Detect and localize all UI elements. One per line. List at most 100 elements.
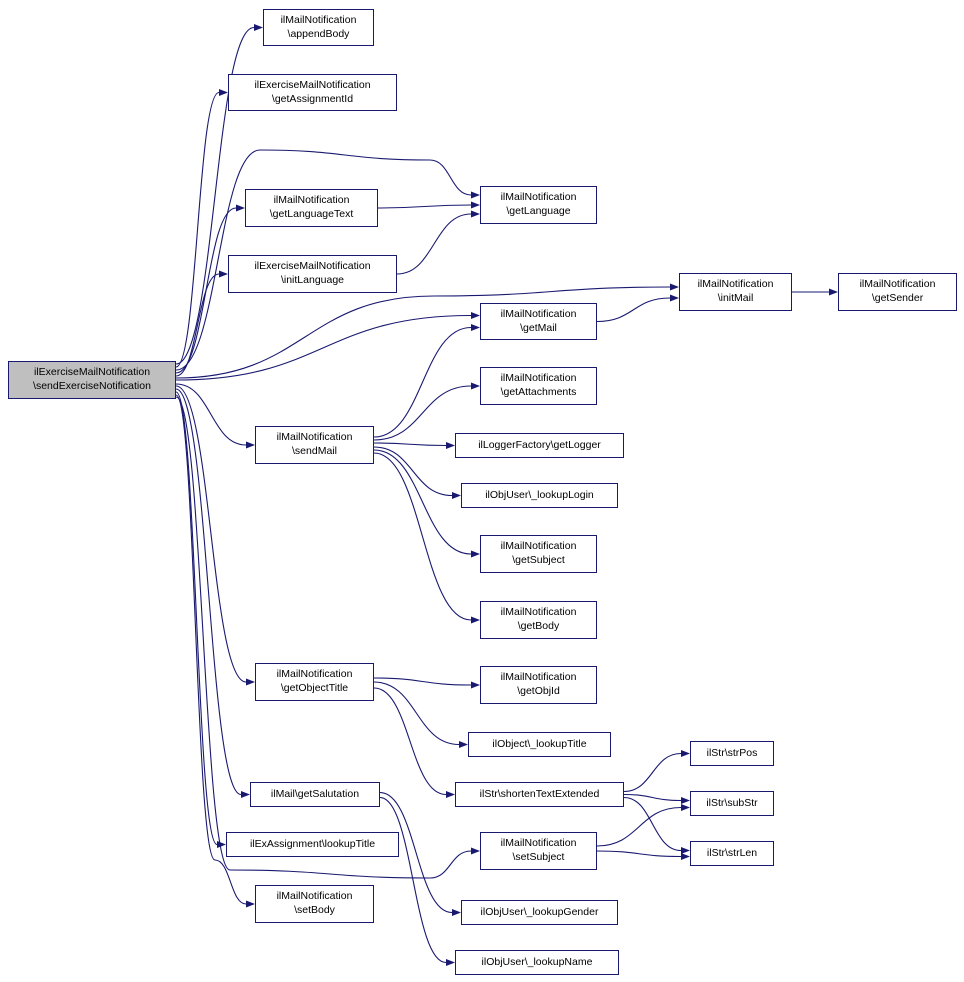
edge-send-mail-to-get-subject xyxy=(373,449,472,555)
edge-send-mail-to-get-attachments xyxy=(373,385,472,441)
graph-node-label: ilMailNotification xyxy=(500,540,577,553)
graph-node-init-language[interactable]: ilExerciseMailNotification\initLanguage xyxy=(228,255,397,293)
graph-node-label: ilMailNotification xyxy=(280,13,357,26)
graph-node-label: ilMailNotification xyxy=(276,431,353,444)
graph-node-lookup-gender[interactable]: ilObjUser\_lookupGender xyxy=(461,900,618,925)
graph-node-get-sender[interactable]: ilMailNotification\getSender xyxy=(838,273,957,311)
edge-send-mail-to-lookup-login xyxy=(373,446,453,497)
graph-node-lookup-login[interactable]: ilObjUser\_lookupLogin xyxy=(461,483,618,508)
arrowhead-set-subject-to-sub-str xyxy=(681,804,690,811)
arrowhead-send-mail-to-lookup-login xyxy=(452,492,461,499)
graph-node-send-mail[interactable]: ilMailNotification\sendMail xyxy=(255,426,374,464)
arrowhead-send-exercise-notification-to-init-language xyxy=(219,270,228,278)
graph-node-label: ilMailNotification xyxy=(500,307,577,320)
edge-send-mail-to-get-logger xyxy=(373,442,447,447)
edge-get-mail-to-init-mail xyxy=(596,297,671,323)
graph-node-get-body[interactable]: ilMailNotification\getBody xyxy=(480,601,597,639)
graph-node-get-subject[interactable]: ilMailNotification\getSubject xyxy=(480,535,597,573)
arrowhead-init-language-to-get-language xyxy=(471,210,480,218)
graph-node-label: ilStr\strPos xyxy=(706,746,758,759)
arrowhead-get-object-title-to-get-obj-id xyxy=(471,681,480,689)
arrowhead-send-exercise-notification-to-get-mail xyxy=(471,312,480,319)
arrowhead-get-language-text-to-get-language xyxy=(471,201,480,209)
graph-node-set-body[interactable]: ilMailNotification\setBody xyxy=(255,885,374,923)
graph-node-label: \sendExerciseNotification xyxy=(33,380,151,392)
arrowhead-send-mail-to-get-logger xyxy=(446,442,455,449)
graph-node-set-subject[interactable]: ilMailNotification\setSubject xyxy=(480,832,597,870)
graph-node-str-len[interactable]: ilStr\strLen xyxy=(690,841,774,866)
graph-node-label: \getMail xyxy=(520,321,557,334)
arrowhead-send-exercise-notification-to-set-body xyxy=(246,900,255,908)
edge-send-exercise-notification-to-init-mail xyxy=(175,286,671,379)
arrowhead-send-mail-to-get-subject xyxy=(471,550,480,558)
edge-send-exercise-notification-to-get-object-title xyxy=(175,385,247,683)
graph-node-label: ilStr\shortenTextExtended xyxy=(479,787,600,800)
arrowhead-get-salutation-to-lookup-name xyxy=(446,959,455,966)
graph-node-label: \sendMail xyxy=(292,445,337,457)
edge-get-salutation-to-lookup-name xyxy=(379,796,447,964)
graph-node-obj-lookup-title[interactable]: ilObject\_lookupTitle xyxy=(468,732,611,757)
graph-node-label: ilExAssignment\lookupTitle xyxy=(249,837,376,850)
graph-node-label: \getSubject xyxy=(512,554,565,566)
edge-get-language-text-to-get-language xyxy=(377,204,472,209)
arrowhead-send-mail-to-get-mail xyxy=(471,324,480,331)
graph-node-ex-lookup-title[interactable]: ilExAssignment\lookupTitle xyxy=(226,832,399,857)
graph-node-get-logger[interactable]: ilLoggerFactory\getLogger xyxy=(455,433,624,458)
graph-node-label: \setBody xyxy=(294,904,335,916)
arrowhead-get-object-title-to-obj-lookup-title xyxy=(459,741,468,748)
edge-shorten-text-extended-to-str-len xyxy=(623,796,682,852)
arrowhead-send-exercise-notification-to-get-language xyxy=(471,191,480,199)
edge-send-exercise-notification-to-get-assignment-id xyxy=(175,91,220,368)
arrowhead-get-salutation-to-lookup-gender xyxy=(452,909,461,916)
arrowhead-send-exercise-notification-to-init-mail xyxy=(670,283,679,291)
arrowhead-shorten-text-extended-to-sub-str xyxy=(681,797,690,804)
arrowhead-shorten-text-extended-to-str-pos xyxy=(681,750,690,757)
graph-node-get-obj-id[interactable]: ilMailNotification\getObjId xyxy=(480,666,597,704)
graph-node-label: \getAttachments xyxy=(500,386,577,398)
graph-node-get-salutation[interactable]: ilMail\getSalutation xyxy=(250,782,380,807)
graph-node-get-object-title[interactable]: ilMailNotification\getObjectTitle xyxy=(255,663,374,701)
graph-node-get-language[interactable]: ilMailNotification\getLanguage xyxy=(480,186,597,224)
edge-get-salutation-to-lookup-gender xyxy=(379,791,453,914)
graph-node-str-pos[interactable]: ilStr\strPos xyxy=(690,741,774,766)
edge-send-exercise-notification-to-set-body xyxy=(175,394,247,905)
arrowhead-send-exercise-notification-to-ex-lookup-title xyxy=(217,841,226,848)
graph-node-label: ilObjUser\_lookupName xyxy=(481,955,593,968)
edge-get-object-title-to-shorten-text-extended xyxy=(373,687,447,796)
edge-set-subject-to-str-len xyxy=(596,850,682,858)
arrowhead-send-exercise-notification-to-get-assignment-id xyxy=(219,89,228,96)
graph-node-label: ilMailNotification xyxy=(500,191,577,204)
graph-node-get-assignment-id[interactable]: ilExerciseMailNotification\getAssignment… xyxy=(228,74,397,111)
graph-node-label: \getAssignmentId xyxy=(271,92,354,105)
graph-node-send-exercise-notification: ilExerciseMailNotification\sendExerciseN… xyxy=(8,361,176,399)
graph-node-lookup-name[interactable]: ilObjUser\_lookupName xyxy=(455,950,619,975)
graph-node-sub-str[interactable]: ilStr\subStr xyxy=(690,791,774,816)
edge-send-exercise-notification-to-get-mail xyxy=(175,314,472,381)
graph-node-get-attachments[interactable]: ilMailNotification\getAttachments xyxy=(480,367,597,405)
graph-node-get-language-text[interactable]: ilMailNotification\getLanguageText xyxy=(245,189,378,227)
graph-node-label: \getLanguageText xyxy=(269,208,354,220)
arrowhead-send-exercise-notification-to-set-subject xyxy=(471,847,480,855)
graph-node-init-mail[interactable]: ilMailNotification\initMail xyxy=(679,273,792,311)
graph-node-append-body[interactable]: ilMailNotification\appendBody xyxy=(263,9,374,46)
edge-send-mail-to-get-body xyxy=(373,452,472,621)
graph-node-label: ilObjUser\_lookupGender xyxy=(480,905,599,918)
graph-node-label: ilStr\subStr xyxy=(706,796,758,809)
edge-send-exercise-notification-to-get-salutation xyxy=(175,388,242,796)
edge-init-language-to-get-language xyxy=(396,213,472,275)
arrowhead-send-exercise-notification-to-append-body xyxy=(254,24,263,31)
graph-node-label: \initMail xyxy=(717,292,754,304)
graph-node-label: \appendBody xyxy=(287,27,350,40)
graph-node-label: \getObjectTitle xyxy=(280,682,349,694)
graph-node-label: \setSubject xyxy=(512,851,565,863)
graph-node-label: ilMailNotification xyxy=(500,671,577,684)
graph-node-label: \getLanguage xyxy=(506,205,571,217)
graph-node-shorten-text-extended[interactable]: ilStr\shortenTextExtended xyxy=(455,782,624,807)
graph-node-label: ilExerciseMailNotification xyxy=(254,260,371,273)
graph-node-get-mail[interactable]: ilMailNotification\getMail xyxy=(480,303,597,340)
graph-node-label: ilExerciseMailNotification xyxy=(33,366,151,379)
arrowhead-send-exercise-notification-to-send-mail xyxy=(246,441,255,449)
